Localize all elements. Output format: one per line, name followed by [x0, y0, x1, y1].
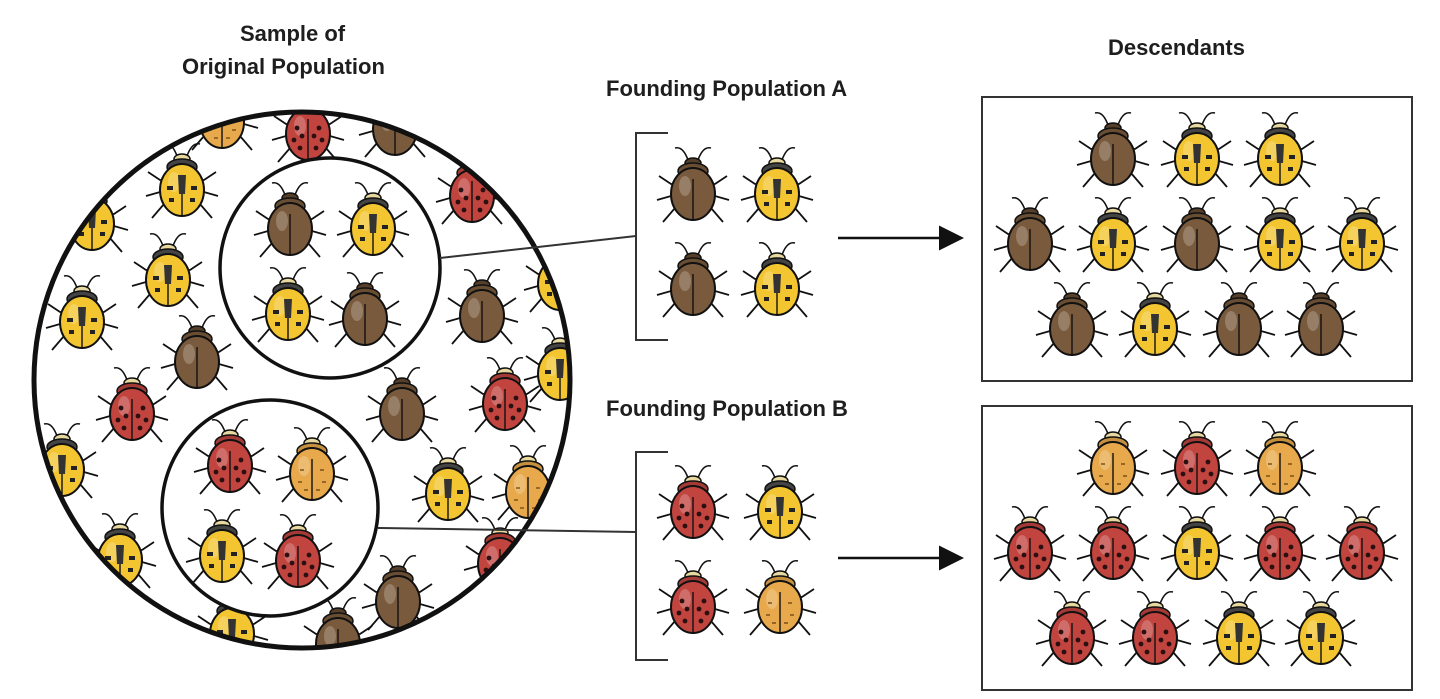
inset-b-bugs [185, 418, 349, 590]
beetle-yellow [1284, 590, 1358, 667]
beetle-yellow [45, 274, 119, 351]
founding-population-a-title: Founding Population A [606, 76, 848, 101]
bracket-a [635, 132, 668, 341]
original-population-circle [31, 109, 573, 651]
inset-a-bugs [251, 181, 410, 348]
founding-population-b-title: Founding Population B [606, 396, 848, 421]
connector-line-b [377, 527, 637, 533]
bracket-b [635, 451, 668, 661]
beetle-red [993, 505, 1067, 582]
beetle-brown [361, 554, 435, 631]
beetle-red [468, 356, 542, 433]
beetle-yellow [523, 326, 570, 403]
beetle-yellow [336, 181, 410, 258]
beetle-yellow [145, 142, 219, 219]
beetle-red [1076, 505, 1150, 582]
beetle-yellow [1202, 590, 1276, 667]
beetle-brown [1284, 281, 1358, 358]
sample-title-line-1: Sample of [240, 21, 346, 46]
beetle-yellow [743, 464, 817, 541]
founding-population-a-bugs [656, 146, 814, 318]
beetle-brown [253, 181, 327, 258]
beetle-yellow [411, 446, 485, 523]
beetle-yellow [1243, 196, 1317, 273]
descendants-b-bugs [993, 420, 1399, 667]
beetle-red [1118, 590, 1192, 667]
beetle-brown [1035, 281, 1109, 358]
beetle-red [1325, 505, 1399, 582]
beetle-red [193, 418, 267, 495]
beetle-brown [160, 314, 234, 391]
beetle-yellow [1160, 505, 1234, 582]
beetle-orange [491, 444, 565, 521]
beetle-yellow [740, 146, 814, 223]
beetle-yellow [1325, 196, 1399, 273]
beetle-red [95, 366, 169, 443]
beetle-brown [1202, 281, 1276, 358]
beetle-yellow [185, 508, 259, 585]
beetle-brown [328, 271, 402, 348]
connector-line-a [439, 235, 637, 259]
beetle-red [271, 112, 345, 163]
beetle-yellow [1160, 111, 1234, 188]
descendants-a-bugs [993, 111, 1399, 358]
beetle-red [435, 148, 509, 225]
sample-title-line-2: Original Population [182, 54, 385, 79]
beetle-yellow [740, 241, 814, 318]
beetle-brown [1076, 111, 1150, 188]
beetle-yellow [34, 422, 99, 499]
beetle-orange [1243, 420, 1317, 497]
beetle-orange [185, 112, 259, 151]
beetle-red [1160, 420, 1234, 497]
inset-circle-b [160, 398, 380, 618]
beetle-brown [656, 241, 730, 318]
descendants-title: Descendants [1108, 35, 1245, 60]
beetle-brown [993, 196, 1067, 273]
beetle-orange [275, 426, 349, 503]
beetle-brown [365, 366, 439, 443]
beetle-red [656, 559, 730, 636]
inset-circle-a [218, 156, 442, 380]
beetle-yellow [1076, 196, 1150, 273]
beetle-orange [1076, 420, 1150, 497]
beetle-red [1035, 590, 1109, 667]
beetle-yellow [1118, 281, 1192, 358]
beetle-brown [1160, 196, 1234, 273]
beetle-orange [743, 559, 817, 636]
beetle-yellow [251, 266, 325, 343]
founding-population-b-bugs [656, 464, 817, 636]
beetle-brown [656, 146, 730, 223]
beetle-yellow [1243, 111, 1317, 188]
beetle-brown [445, 268, 519, 345]
beetle-yellow [131, 232, 205, 309]
beetle-red [261, 513, 335, 590]
beetle-red [656, 464, 730, 541]
beetle-red [1243, 505, 1317, 582]
